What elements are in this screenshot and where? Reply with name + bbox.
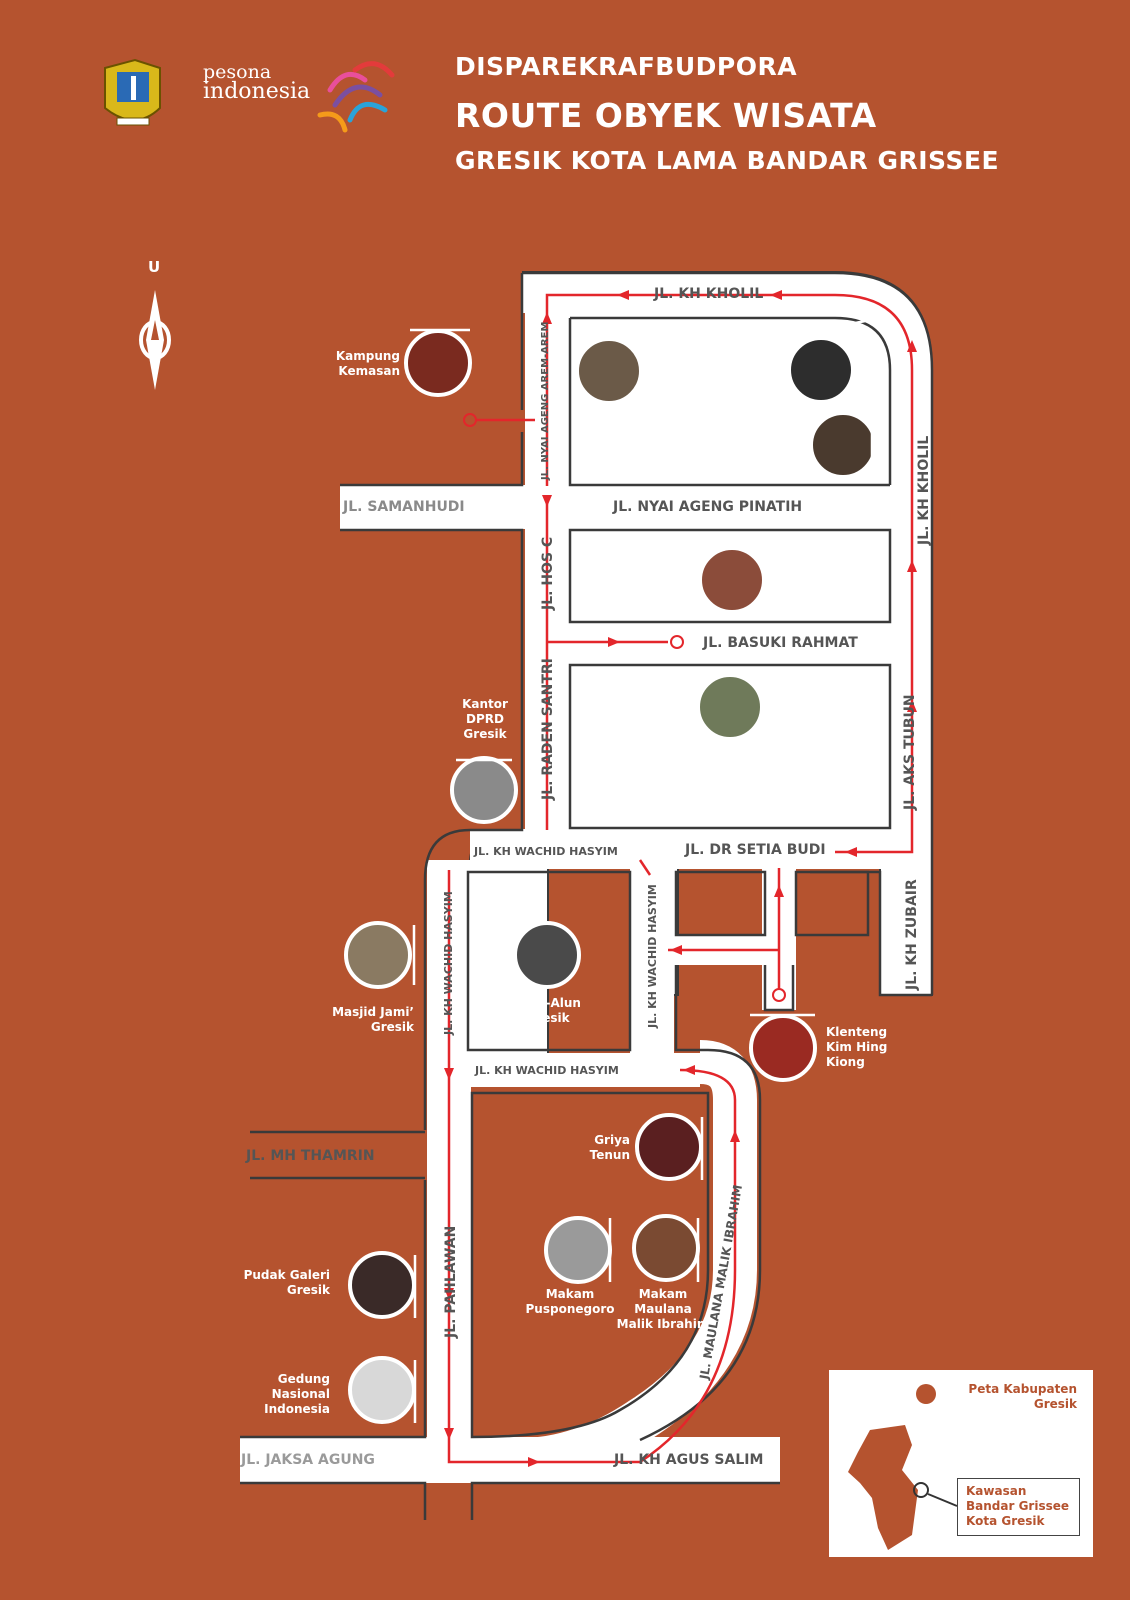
pesona-indonesia-logo [317, 61, 395, 133]
road-label-kh-agus-salim: JL. KH AGUS SALIM [614, 1452, 764, 1468]
place-label-alun-alun: Alun-Alun Gresik [515, 996, 581, 1025]
route-arrows [444, 290, 917, 1467]
makam-nyai-ageng-pinatih-photo [809, 411, 877, 479]
kantor-dprd-photo [450, 756, 518, 824]
inset-legend-box [957, 1478, 1080, 1536]
place-label-rumah-dinas-wabup: Rumah Dinas Wabup Gresik [770, 692, 864, 721]
place-label-rumah-gajah-mungkur: Rumah Gajah Mungkur [578, 411, 640, 455]
place-label-makam-pusponegoro: Makam Pusponegoro [525, 1287, 615, 1316]
road-label-mh-thamrin: JL. MH THAMRIN [246, 1148, 375, 1164]
road-label-dr-setia-budi: JL. DR SETIA BUDI [685, 842, 826, 858]
place-label-kantor-dprd: Kantor DPRD Gresik [462, 697, 508, 741]
place-label-klenteng: Klenteng Kim Hing Kiong [826, 1025, 888, 1069]
u-turn-markers [463, 413, 786, 1002]
place-label-kantor-pos: Kantor Pos Gresik [770, 565, 845, 594]
page-title: ROUTE OBYEK WISATA [455, 96, 877, 135]
road-edges [240, 271, 934, 1520]
district-silhouette [848, 1384, 936, 1550]
rumah-dinas-wabup-photo [696, 673, 764, 741]
place-label-gedung-nasional: Gedung Nasional Indonesia [264, 1372, 330, 1416]
u-turn-icon [463, 413, 477, 427]
place-label-griya-songkok: Griya Songkok [715, 357, 773, 386]
griya-songkok-photo [787, 336, 855, 404]
inset-title: Peta Kabupaten Gresik [968, 1382, 1077, 1411]
place-label-makam-maulana: Makam Maulana Malik Ibrahim [616, 1287, 710, 1331]
brand-line1: pesona [203, 61, 272, 83]
agency-name: DISPAREKRAFBUDPORA [455, 52, 798, 81]
masjid-jami-photo [344, 921, 412, 989]
road-label-samanhudi: JL. SAMANHUDI [343, 499, 465, 515]
compass-north-label: U [148, 258, 161, 276]
place-markers [344, 329, 877, 1424]
road-label-kh-kholil-top: JL. KH KHOLIL [654, 286, 764, 302]
place-label-griya-tenun: Griya Tenun [589, 1133, 630, 1162]
road-label-nyai-ageng-pinatih: JL. NYAI AGENG PINATIH [613, 499, 803, 515]
place-label-pudak-galeri: Pudak Galeri Gresik [243, 1268, 330, 1297]
road-label-kh-wachid-hasyim-bottom: JL. KH WACHID HASYIM [475, 1064, 619, 1077]
marker-pins [410, 318, 874, 1423]
u-turn-icon [772, 988, 786, 1002]
alun-alun-photo [513, 921, 581, 989]
u-turn-icon [670, 635, 684, 649]
place-label-makam-nyai-ageng-pinatih: Makam Nyai Ageng Pinatih [702, 429, 798, 458]
brand-line2: indonesia [203, 79, 311, 104]
road-label-jaksa-agung: JL. JAKSA AGUNG [241, 1452, 375, 1468]
road-label-basuki-rahmat: JL. BASUKI RAHMAT [703, 635, 858, 651]
place-label-kampung-kemasan: Kampung Kemasan [335, 349, 400, 378]
road-label-kh-wachid-hasyim-top: JL. KH WACHID HASYIM [474, 845, 618, 858]
gresik-crest-logo [104, 58, 161, 126]
pesona-indonesia-wordmark: pesona indonesia [203, 61, 311, 104]
inset-label: Kawasan Bandar Grissee Kota Gresik [966, 1484, 1070, 1528]
north-compass-icon [139, 290, 171, 390]
place-label-masjid-jami: Masjid Jami’ Gresik [332, 1005, 414, 1034]
page-subtitle: GRESIK KOTA LAMA BANDAR GRISSEE [455, 146, 1000, 175]
tour-route [447, 293, 914, 1464]
rumah-gajah-mungkur-photo [575, 337, 643, 405]
